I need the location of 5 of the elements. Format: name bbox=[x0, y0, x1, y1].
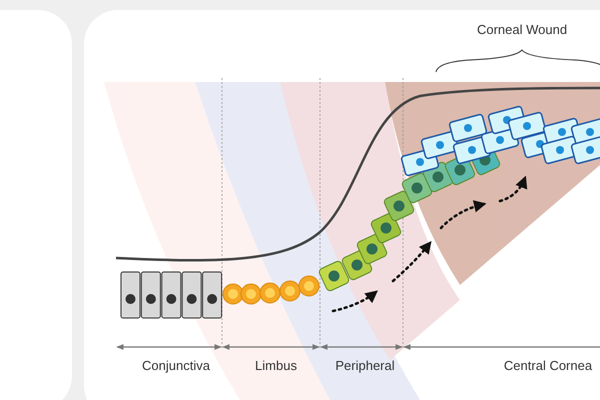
region-label: Limbus bbox=[255, 358, 297, 373]
region-label: Conjunctiva bbox=[142, 358, 210, 373]
callout-label: Corneal Wound bbox=[476, 22, 568, 37]
region-label: Central Cornea bbox=[504, 358, 592, 373]
region-label: Peripheral bbox=[335, 358, 395, 373]
